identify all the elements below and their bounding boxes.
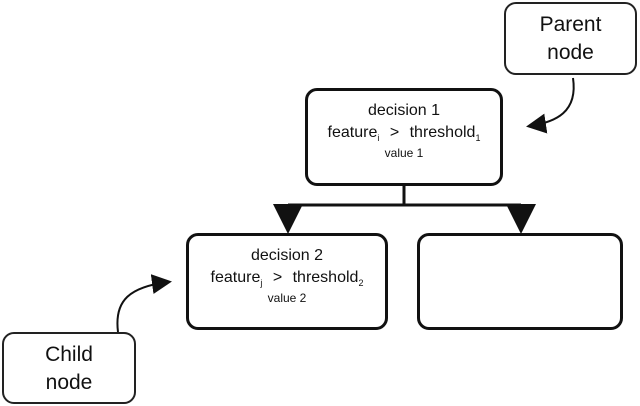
- parent-node-callout: Parent node: [504, 2, 637, 75]
- root-node-condition: featurei > threshold1: [308, 124, 500, 143]
- root-feature-subscript: i: [377, 133, 380, 144]
- root-operator: >: [389, 124, 400, 141]
- left-node-condition: featurej > threshold2: [189, 269, 385, 288]
- root-threshold-subscript: 1: [475, 133, 481, 144]
- child-pointer-arrow: [116, 274, 172, 333]
- left-node-value: value 2: [267, 291, 307, 306]
- parent-callout-line2: node: [547, 41, 594, 64]
- child-callout-line1: Child: [45, 343, 93, 366]
- left-operator: >: [272, 269, 283, 286]
- parent-callout-line1: Parent: [539, 13, 602, 36]
- left-threshold-label: threshold: [292, 269, 359, 286]
- left-decision-node: decision 2 featurej > threshold2 value 2: [186, 233, 388, 330]
- root-decision-node: decision 1 featurei > threshold1 value 1: [305, 88, 503, 186]
- child-callout-line2: node: [45, 371, 93, 394]
- right-empty-node: [417, 233, 623, 330]
- left-feature-subscript: j: [260, 278, 263, 289]
- left-feature-label: feature: [210, 269, 261, 286]
- root-node-value: value 1: [384, 146, 424, 161]
- child-node-callout: Child node: [2, 332, 136, 404]
- left-node-title: decision 2: [250, 247, 324, 264]
- left-threshold-subscript: 2: [358, 278, 364, 289]
- root-threshold-label: threshold: [409, 124, 476, 141]
- root-feature-label: feature: [327, 124, 378, 141]
- root-node-title: decision 1: [367, 102, 441, 119]
- parent-pointer-arrow: [526, 77, 575, 134]
